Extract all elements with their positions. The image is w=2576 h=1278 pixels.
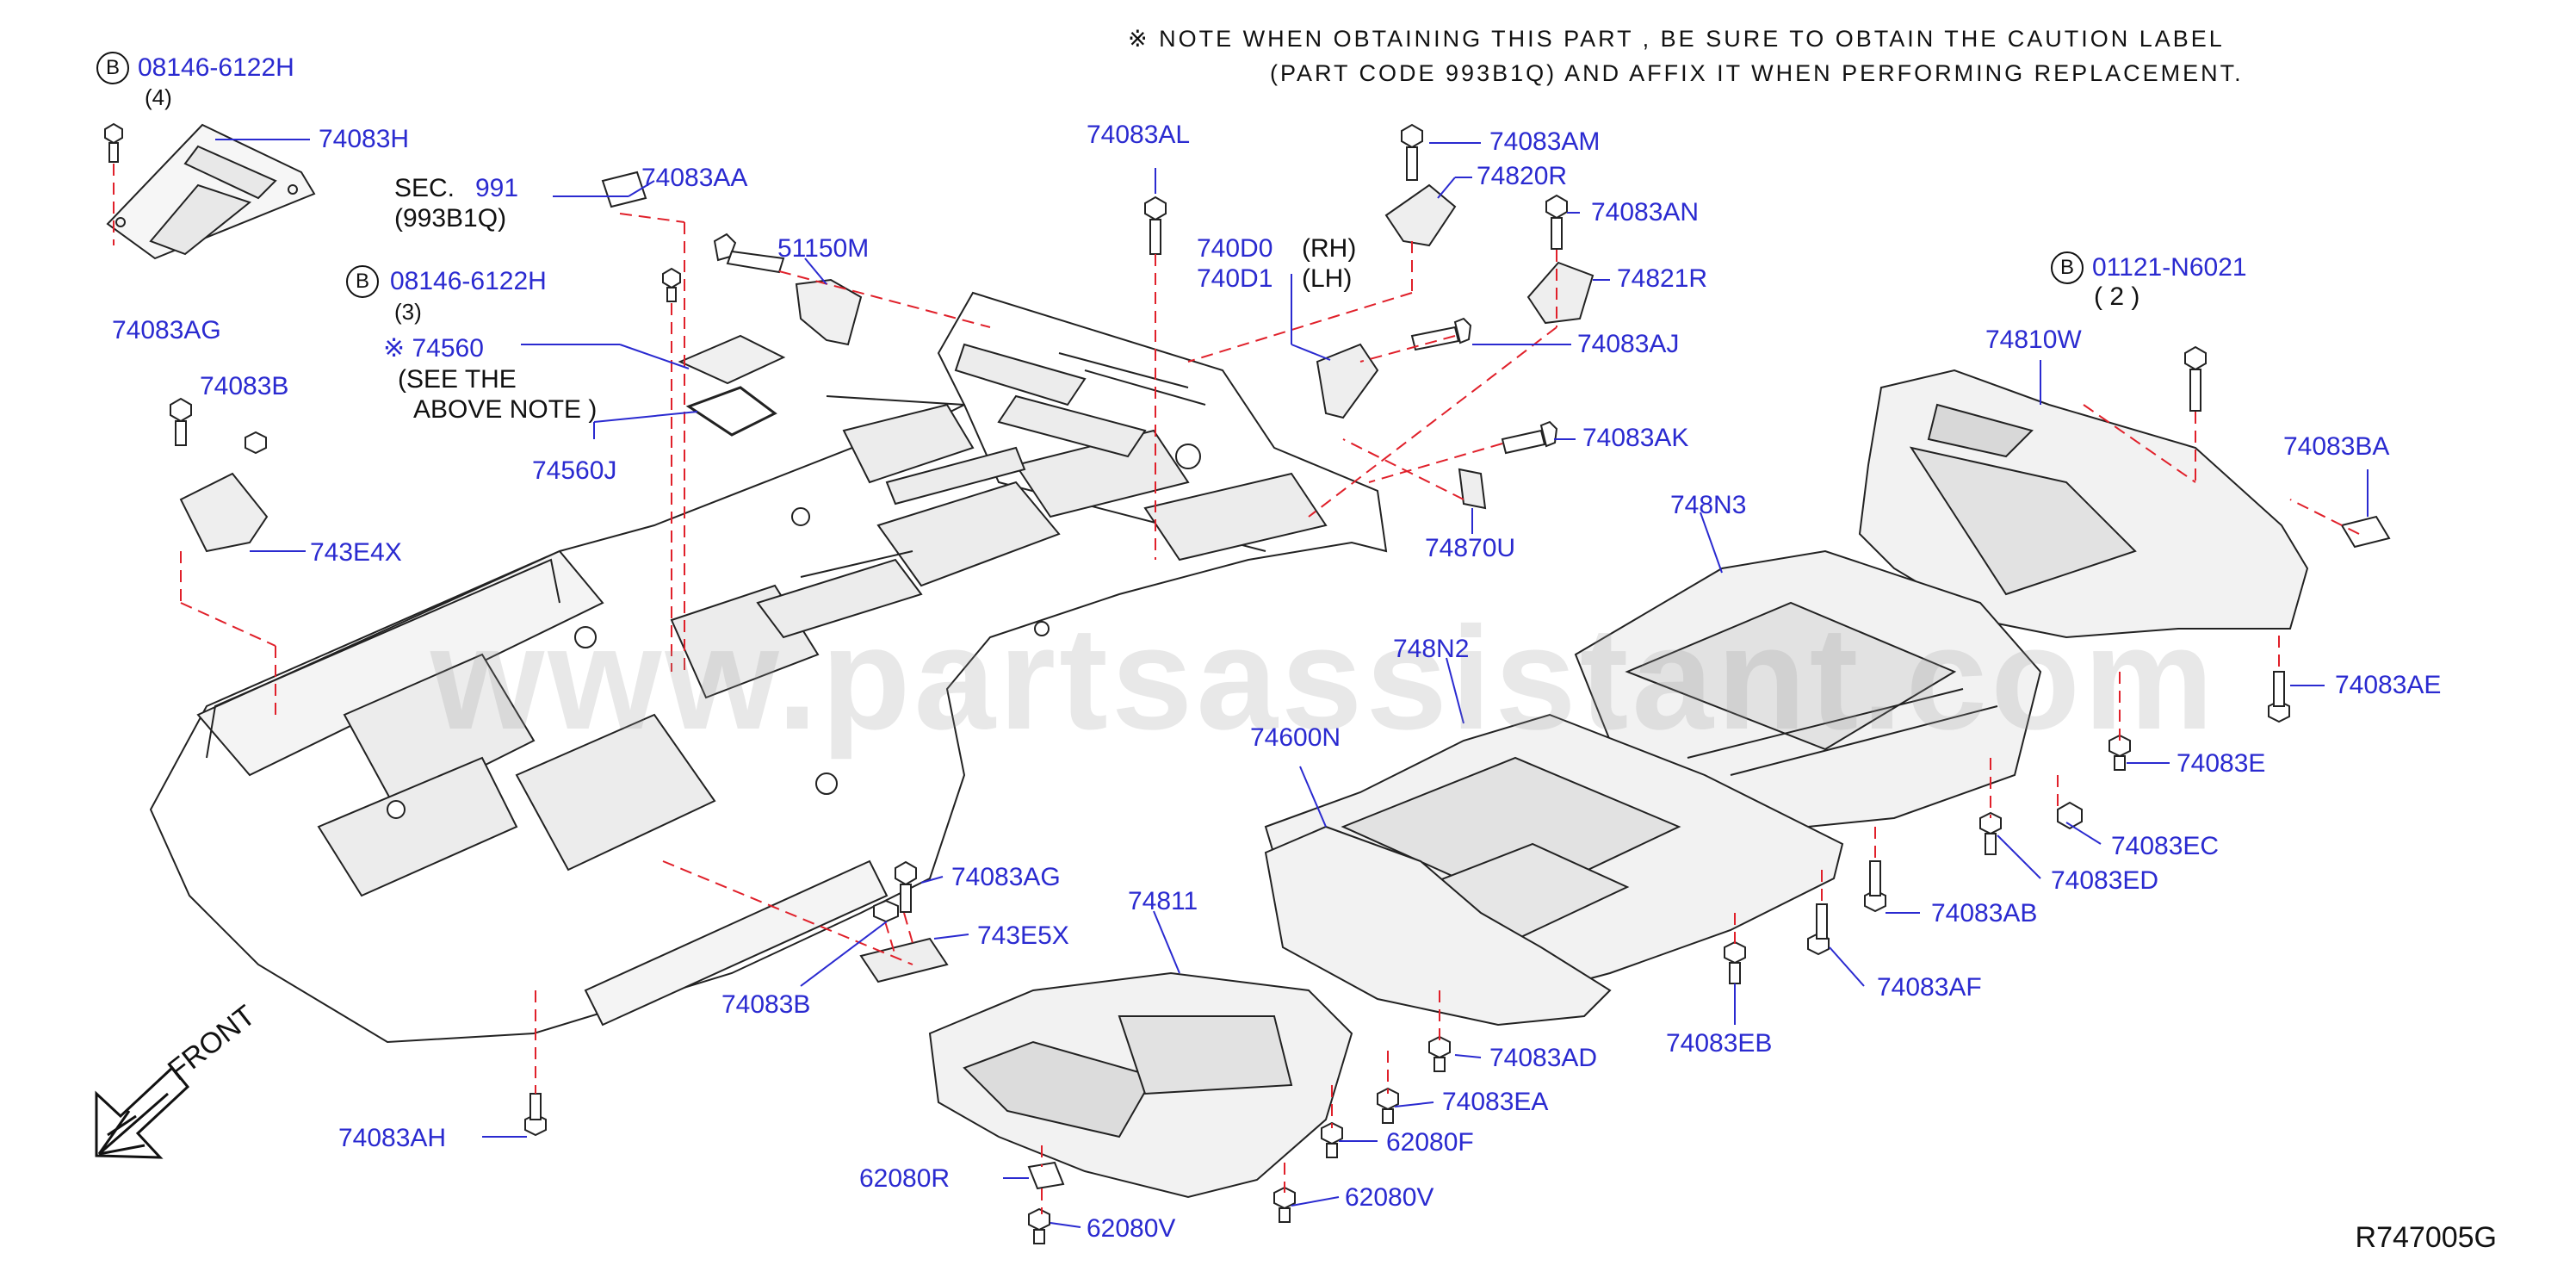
callout-74083ab[interactable]: 74083AB xyxy=(1931,899,2038,927)
bolt-74083h xyxy=(104,122,123,163)
callout-748n2[interactable]: 748N2 xyxy=(1393,635,1470,663)
qty-2: ( 2 ) xyxy=(2094,282,2140,311)
callout-62080f[interactable]: 62080F xyxy=(1386,1128,1474,1157)
bolt-marker-3: B xyxy=(2051,251,2084,284)
callout-01121-n6021[interactable]: 01121-N6021 xyxy=(2092,253,2247,282)
callout-74083ea[interactable]: 74083EA xyxy=(1442,1088,1549,1116)
callout-74083eb[interactable]: 74083EB xyxy=(1666,1029,1773,1058)
callout-08146-6122h-a[interactable]: 08146-6122H xyxy=(138,53,294,82)
leader-dashes xyxy=(113,164,2360,1214)
rh-label: (RH) xyxy=(1302,234,1357,263)
callout-74083al[interactable]: 74083AL xyxy=(1087,121,1191,149)
callout-74083e[interactable]: 74083E xyxy=(2177,749,2266,778)
bolt-marker-1: B xyxy=(96,52,129,84)
callout-74083ae[interactable]: 74083AE xyxy=(2335,671,2442,699)
callout-74083an[interactable]: 74083AN xyxy=(1591,198,1700,226)
callout-74870u[interactable]: 74870U xyxy=(1425,534,1516,562)
callout-74821r[interactable]: 74821R xyxy=(1617,264,1708,293)
lh-label: (LH) xyxy=(1302,264,1353,293)
small-fasteners xyxy=(524,671,2290,1244)
front-arrow xyxy=(95,1065,190,1159)
callout-740d0[interactable]: 740D0 xyxy=(1197,234,1273,263)
callout-74083ba[interactable]: 74083BA xyxy=(2283,432,2390,461)
qty-3: (3) xyxy=(394,299,422,325)
callout-74600n[interactable]: 74600N xyxy=(1250,723,1341,752)
callout-74810w[interactable]: 74810W xyxy=(1985,326,2082,354)
callout-74560j[interactable]: 74560J xyxy=(532,456,617,485)
sec-991-link[interactable]: 991 xyxy=(475,174,519,202)
callout-74083ag-mid[interactable]: 74083AG xyxy=(951,863,1061,891)
floor-panel xyxy=(149,291,1388,1044)
callout-74083b-top[interactable]: 74083B xyxy=(200,372,289,400)
callout-74083b-mid[interactable]: 74083B xyxy=(721,990,811,1019)
callout-62080v-b[interactable]: 62080V xyxy=(1087,1214,1176,1243)
callout-51150m[interactable]: 51150M xyxy=(777,234,870,263)
callout-748n3[interactable]: 748N3 xyxy=(1670,491,1747,519)
cover-74600n xyxy=(1264,825,1612,1027)
sec-label: SEC. xyxy=(394,174,455,202)
callout-74083ec[interactable]: 74083EC xyxy=(2111,832,2220,860)
callout-743e4x[interactable]: 743E4X xyxy=(310,538,402,567)
callout-74083ed[interactable]: 74083ED xyxy=(2051,866,2159,895)
callout-62080v-a[interactable]: 62080V xyxy=(1345,1183,1434,1212)
callout-743e5x[interactable]: 743E5X xyxy=(977,921,1069,950)
callout-leaders xyxy=(215,139,2369,1228)
callout-74083h[interactable]: 74083H xyxy=(319,125,410,153)
callout-74083ah[interactable]: 74083AH xyxy=(338,1124,447,1152)
callout-74083af[interactable]: 74083AF xyxy=(1877,973,1982,1002)
callout-74083ak[interactable]: 74083AK xyxy=(1582,424,1689,452)
note-line-2: (PART CODE 993B1Q) AND AFFIX IT WHEN PER… xyxy=(1270,60,2244,86)
callout-74083ag-top[interactable]: 74083AG xyxy=(112,316,221,344)
sec-code: (993B1Q) xyxy=(394,204,507,233)
callout-74820r[interactable]: 74820R xyxy=(1477,162,1568,190)
see-note-1: (SEE THE xyxy=(398,365,517,394)
qty-4: (4) xyxy=(145,84,172,110)
callout-74083aa[interactable]: 74083AA xyxy=(641,164,748,192)
bracket-74083h xyxy=(106,123,316,260)
callout-74560[interactable]: ※ 74560 xyxy=(383,334,484,363)
cover-74811 xyxy=(928,971,1353,1199)
see-note-2: ABOVE NOTE ) xyxy=(413,395,598,424)
callout-08146-6122h-b[interactable]: 08146-6122H xyxy=(390,267,547,295)
bolt-marker-2: B xyxy=(346,265,379,298)
note-line-1: ※ NOTE WHEN OBTAINING THIS PART , BE SUR… xyxy=(1128,26,2225,52)
cover-748n3 xyxy=(1574,549,2042,828)
diagram-code: R747005G xyxy=(2355,1221,2497,1254)
callout-74083aj[interactable]: 74083AJ xyxy=(1577,330,1680,358)
cover-74810w xyxy=(1858,369,2309,639)
callout-74811[interactable]: 74811 xyxy=(1128,887,1198,915)
callout-74083am[interactable]: 74083AM xyxy=(1489,127,1601,156)
callout-740d1[interactable]: 740D1 xyxy=(1197,264,1273,293)
watermark: www.partsassistant.com xyxy=(430,597,2218,760)
callout-62080r[interactable]: 62080R xyxy=(859,1164,951,1193)
callout-74083ad[interactable]: 74083AD xyxy=(1489,1044,1598,1072)
